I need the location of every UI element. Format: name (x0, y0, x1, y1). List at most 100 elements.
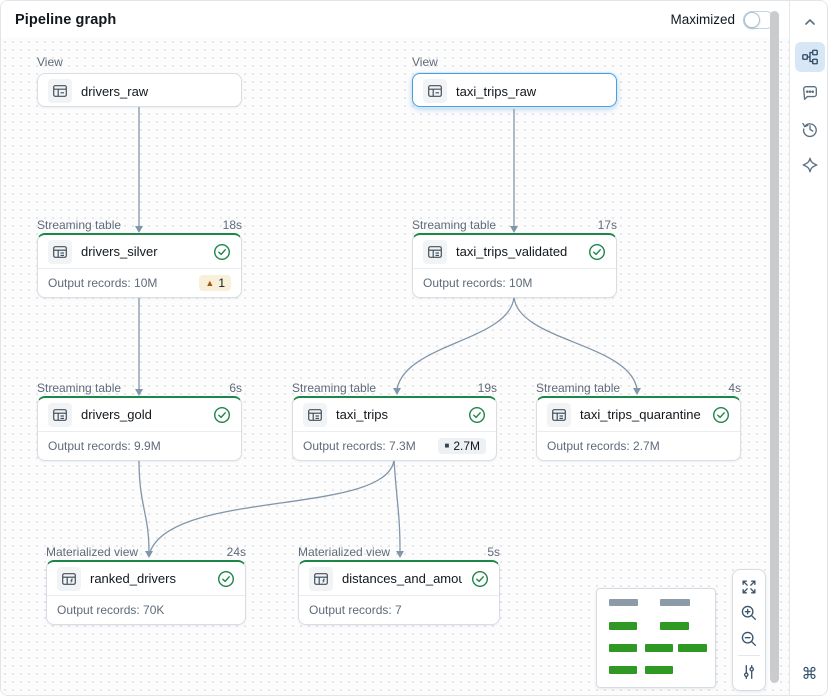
streaming-table-icon (48, 239, 72, 264)
pipeline-graph-panel: Pipeline graph Maximized (1, 1, 789, 695)
maximized-toggle[interactable] (743, 10, 775, 29)
divider (738, 655, 760, 656)
success-check-icon (213, 243, 231, 261)
type-text: Streaming table (536, 381, 621, 395)
success-check-icon (588, 243, 606, 261)
streaming-table-icon (547, 402, 571, 427)
command-glyph: ⌘ (801, 666, 818, 683)
metric-square-icon: ■ (444, 441, 450, 450)
node-drivers-gold[interactable]: drivers_gold Output records: 9.9M (37, 396, 242, 461)
success-check-icon (471, 570, 489, 588)
node-type-label: Materialized view 24s (46, 545, 246, 559)
node-ranked-drivers[interactable]: ranked_drivers Output records: 70K (46, 560, 246, 625)
graph-settings-icon[interactable] (736, 659, 762, 685)
materialized-view-icon (57, 566, 81, 591)
node-taxi-trips-quarantine[interactable]: taxi_trips_quarantine Output records: 2.… (536, 396, 741, 461)
right-sidebar: ⌘ (789, 1, 827, 695)
node-taxi-trips-validated[interactable]: taxi_trips_validated Output records: 10M (412, 233, 617, 298)
duration-text: 18s (222, 218, 242, 232)
success-check-icon (468, 406, 486, 424)
pipeline-graph-icon[interactable] (794, 42, 825, 72)
minimap-node-bar (660, 599, 690, 606)
success-check-icon (712, 406, 730, 424)
type-text: Materialized view (298, 545, 391, 559)
node-name: taxi_trips_quarantine (580, 407, 701, 422)
output-records: Output records: 70K (57, 603, 165, 617)
warning-count: 1 (218, 276, 225, 290)
streaming-table-icon (48, 402, 72, 427)
type-text: View (412, 55, 438, 69)
fit-to-screen-icon[interactable] (736, 574, 762, 600)
node-type-label: Streaming table 17s (412, 218, 617, 232)
node-name: distances_and_amounts_b... (342, 571, 462, 586)
minimap-node-bar (609, 622, 637, 630)
zoom-in-icon[interactable] (736, 600, 762, 626)
duration-text: 4s (728, 381, 741, 395)
node-type-label: View (37, 55, 242, 69)
maximized-label: Maximized (670, 12, 735, 27)
minimap-node-bar (609, 666, 637, 674)
output-records: Output records: 10M (423, 276, 533, 290)
output-records: Output records: 7.3M (303, 439, 416, 453)
graph-minimap[interactable] (596, 588, 716, 688)
vertical-scrollbar[interactable] (770, 11, 779, 683)
update-history-icon[interactable] (795, 114, 825, 144)
node-type-label: Streaming table 6s (37, 381, 242, 395)
duration-text: 19s (477, 381, 497, 395)
warning-badge[interactable]: ▲ 1 (199, 275, 231, 291)
type-text: Streaming table (292, 381, 377, 395)
view-table-icon (423, 79, 447, 103)
node-drivers-raw[interactable]: drivers_raw (37, 73, 242, 107)
output-records: Output records: 2.7M (547, 439, 660, 453)
warning-triangle-icon: ▲ (205, 277, 215, 288)
duration-text: 6s (229, 381, 242, 395)
node-name: taxi_trips_validated (456, 244, 568, 259)
minimap-node-bar (678, 644, 707, 652)
zoom-controls (732, 569, 766, 691)
collapse-panel-icon[interactable] (795, 7, 825, 37)
node-type-label: Streaming table 4s (536, 381, 741, 395)
output-records: Output records: 10M (48, 276, 158, 290)
node-type-label: View (412, 55, 617, 69)
minimap-node-bar (609, 644, 637, 652)
keyboard-shortcuts-icon[interactable]: ⌘ (795, 659, 825, 689)
streaming-table-icon (423, 239, 447, 264)
type-text: Streaming table (37, 218, 122, 232)
success-check-icon (213, 406, 231, 424)
minimap-node-bar (645, 666, 673, 674)
toggle-knob (744, 11, 760, 28)
panel-header: Pipeline graph Maximized (1, 1, 789, 38)
node-name: drivers_gold (81, 407, 152, 422)
minimap-node-bar (645, 644, 673, 652)
node-type-label: Streaming table 18s (37, 218, 242, 232)
output-records: Output records: 7 (309, 603, 402, 617)
node-type-label: Streaming table 19s (292, 381, 497, 395)
comments-icon[interactable] (795, 78, 825, 108)
node-name: taxi_trips (336, 407, 389, 422)
metric-value: 2.7M (453, 439, 480, 453)
zoom-out-icon[interactable] (736, 626, 762, 652)
node-name: ranked_drivers (90, 571, 176, 586)
duration-text: 24s (226, 545, 246, 559)
metric-badge[interactable]: ■ 2.7M (438, 438, 486, 454)
success-check-icon (217, 570, 235, 588)
minimap-node-bar (609, 599, 638, 606)
node-taxi-trips-raw[interactable]: taxi_trips_raw (412, 73, 617, 107)
node-drivers-silver[interactable]: drivers_silver Output records: 10M ▲ 1 (37, 233, 242, 298)
node-taxi-trips[interactable]: taxi_trips Output records: 7.3M ■ 2.7M (292, 396, 497, 461)
duration-text: 5s (487, 545, 500, 559)
type-text: Materialized view (46, 545, 139, 559)
assistant-sparkle-icon[interactable] (795, 150, 825, 180)
node-type-label: Materialized view 5s (298, 545, 500, 559)
page-title: Pipeline graph (15, 11, 117, 28)
node-name: taxi_trips_raw (456, 83, 537, 99)
node-name: drivers_raw (81, 83, 149, 99)
streaming-table-icon (303, 402, 327, 427)
output-records: Output records: 9.9M (48, 439, 161, 453)
node-distances-and-amounts[interactable]: distances_and_amounts_b... Output record… (298, 560, 500, 625)
type-text: Streaming table (412, 218, 497, 232)
view-table-icon (48, 79, 72, 103)
type-text: Streaming table (37, 381, 122, 395)
type-text: View (37, 55, 63, 69)
